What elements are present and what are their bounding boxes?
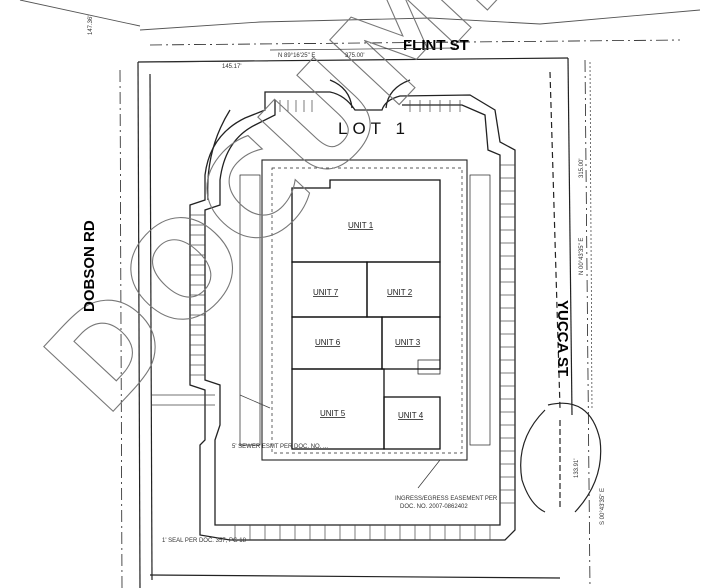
unit-1-label: UNIT 1 (348, 221, 374, 230)
north-length: 375.00' (345, 53, 365, 59)
north-bearing: N 89°16'25" E (278, 53, 315, 59)
parking-stalls (190, 100, 515, 540)
east-bearing: N 00°43'35" E (579, 238, 585, 275)
street-label-yucca: YUCCA ST (554, 300, 571, 376)
west-length: 147.36' (88, 16, 94, 36)
curve-length: 133.91' (574, 459, 580, 479)
unit-7-label: UNIT 7 (313, 288, 339, 297)
east-length: 315.00' (579, 159, 585, 179)
lot-label: LOT 1 (338, 119, 410, 138)
north-street-edge (19, 0, 701, 31)
yucca-cul-de-sac (520, 402, 602, 513)
street-label-flint: FLINT ST (403, 37, 469, 54)
unit-4-label: UNIT 4 (398, 411, 424, 420)
unit-6-label: UNIT 6 (315, 338, 341, 347)
sw-note: 1' SEAL PER DOC. 357, PG 18 (162, 538, 247, 544)
north-partial-length: 145.17' (222, 64, 242, 70)
building-pad (239, 159, 491, 461)
dimension-leaders (159, 47, 593, 489)
property-boundary (119, 39, 681, 588)
easement-note: INGRESS/EGRESS EASEMENT PER DOC. NO. 200… (395, 496, 499, 510)
west-easement-note: 5' SEWER ESMT PER DOC. NO. ... (232, 444, 328, 450)
west-walkway (152, 394, 271, 409)
unit-2-label: UNIT 2 (387, 288, 413, 297)
parking-lot-outline (189, 79, 516, 541)
unit-5-label: UNIT 5 (320, 409, 346, 418)
street-label-dobson: DOBSON RD (81, 220, 98, 312)
curve-bearing: S 00°43'35" E (600, 488, 606, 525)
building (291, 179, 441, 450)
unit-3-label: UNIT 3 (395, 338, 421, 347)
